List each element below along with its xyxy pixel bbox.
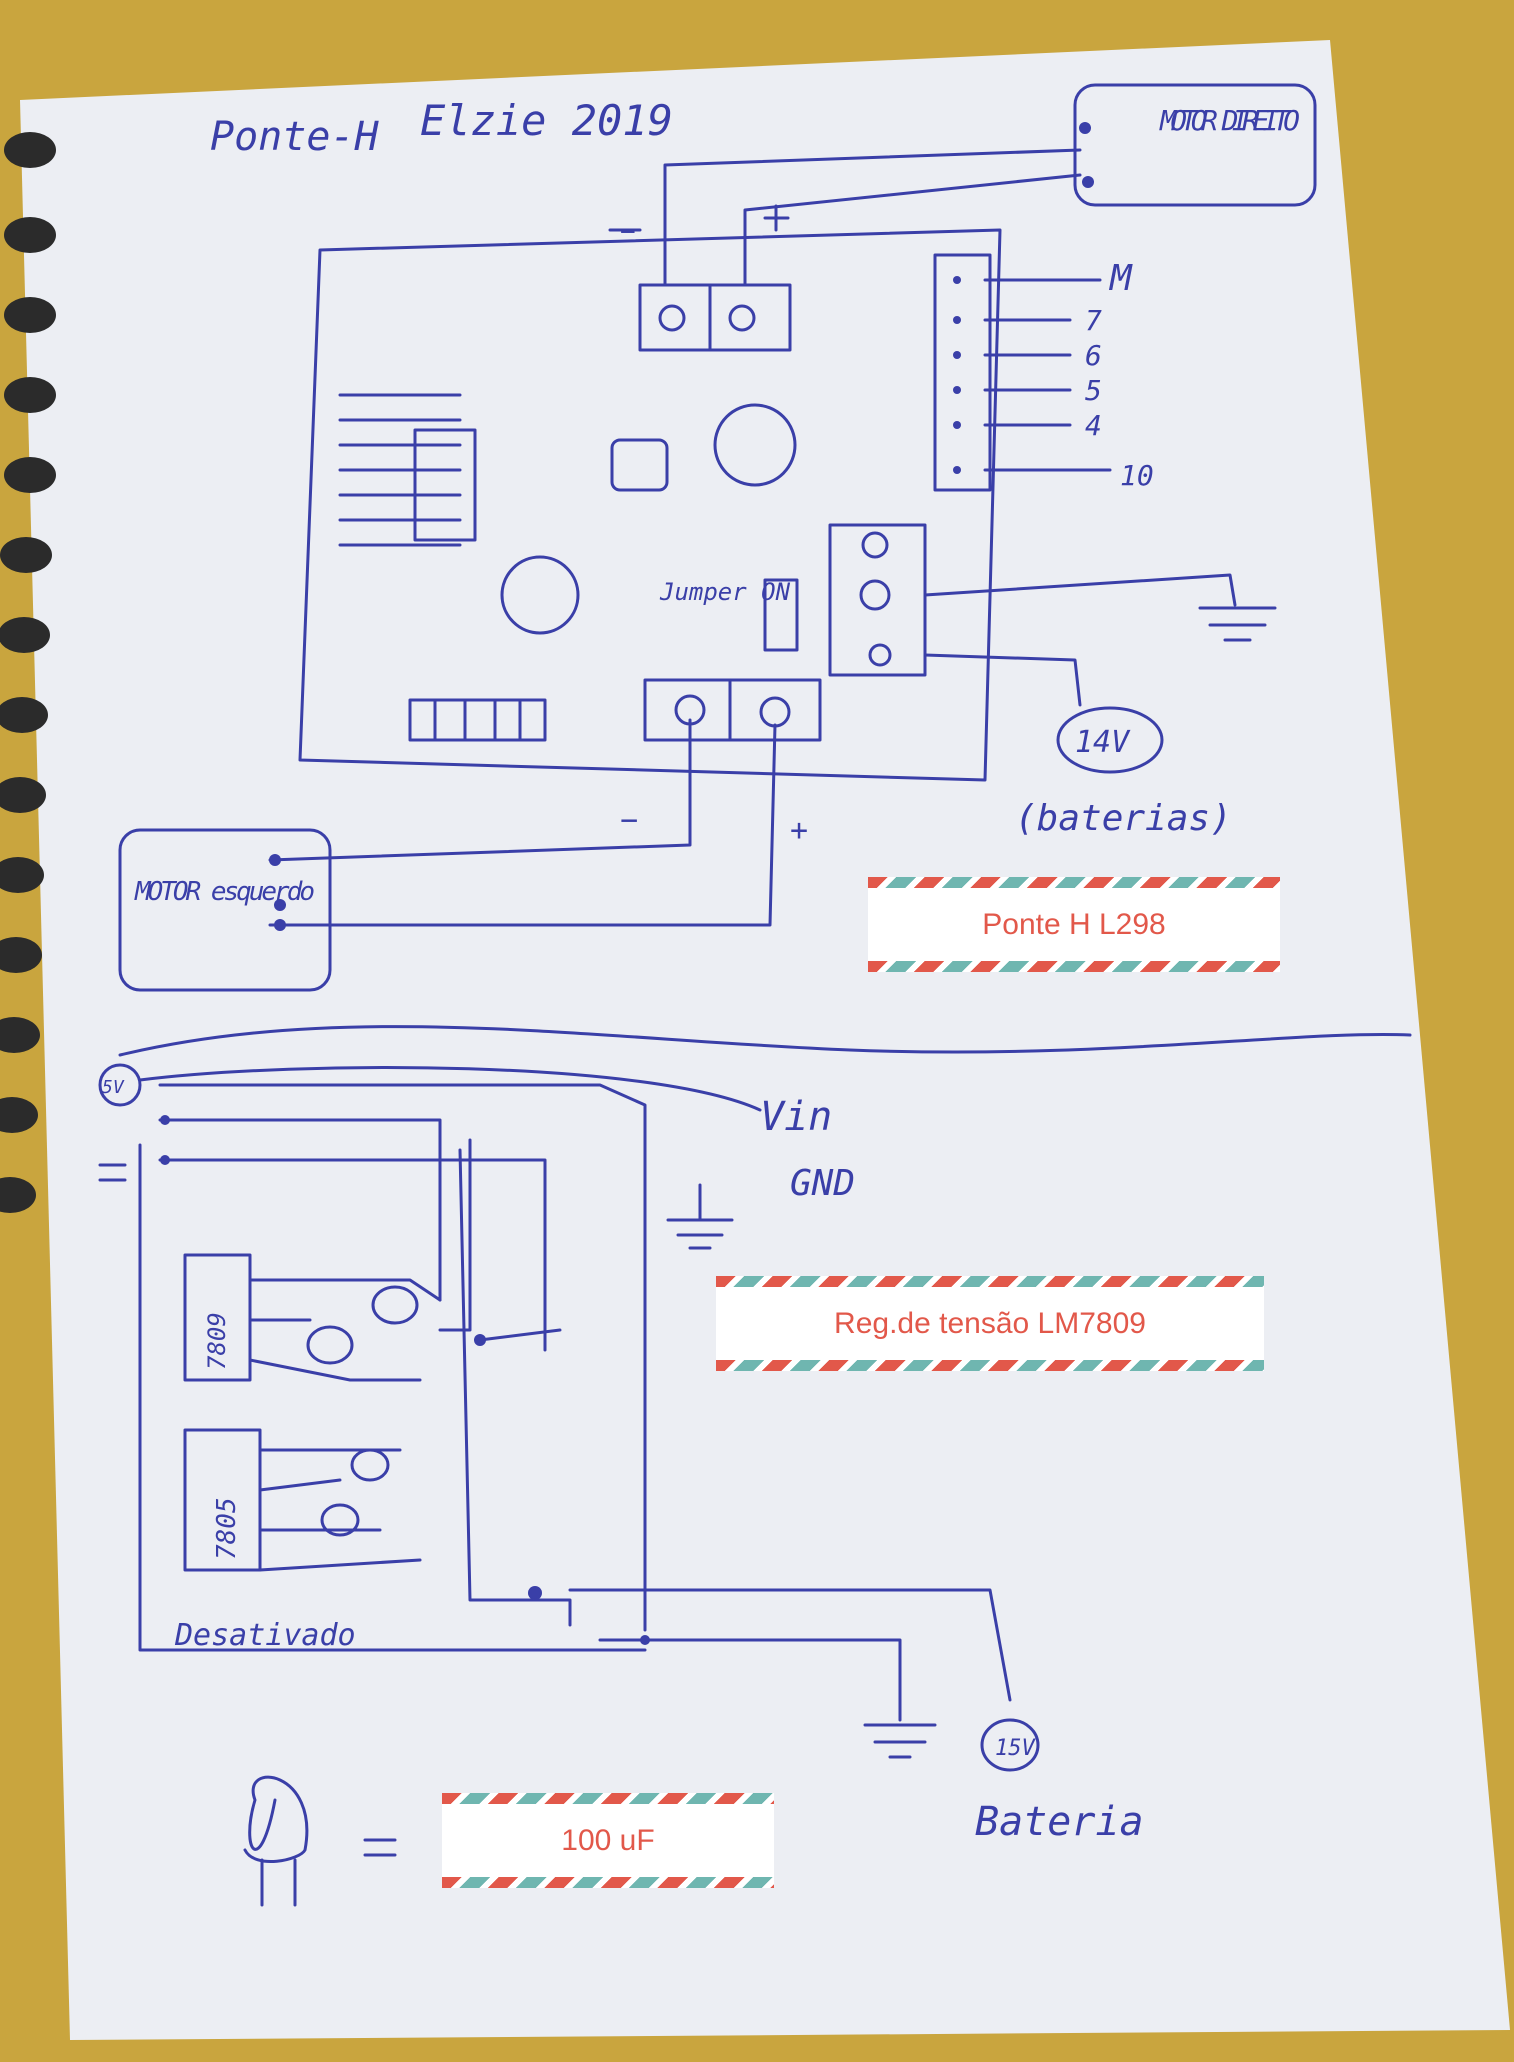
5v-text: 5V <box>102 1077 125 1098</box>
jumper-text: Jumper ON <box>659 578 791 606</box>
ic-7805-text: 7805 <box>212 1497 242 1560</box>
gnd-text: GND <box>790 1163 855 1204</box>
author-text: Elzie 2019 <box>420 96 673 145</box>
pin-header <box>933 253 992 492</box>
pin-7: 7 <box>1085 304 1102 337</box>
notebook-page <box>20 40 1510 2040</box>
minus-bottom: − <box>620 803 638 838</box>
pin-5: 5 <box>1085 374 1102 407</box>
plus-bottom: + <box>790 813 808 848</box>
pin-10: 10 <box>1120 459 1154 492</box>
ic-7809-text: 7809 <box>203 1312 231 1370</box>
motor-right-box <box>1073 83 1317 207</box>
battery-label: (baterias) <box>1015 798 1232 839</box>
battery-15v: 15V <box>995 1736 1036 1761</box>
motor-left-box <box>118 828 332 992</box>
board-outline <box>298 228 1002 782</box>
motor-left-text: MOTOR esquerdo <box>134 877 315 907</box>
label-regulator: Reg.de tensão LM7809 <box>716 1276 1264 1371</box>
bateria-text: Bateria <box>975 1799 1144 1845</box>
5v-node <box>98 1063 142 1107</box>
pin-4: 4 <box>1085 409 1102 442</box>
spiral-binding <box>0 132 56 1213</box>
pin-6: 6 <box>1085 339 1102 372</box>
motor-right-text: MOTOR DIREITO <box>1159 104 1300 137</box>
capacitor-symbol <box>243 1775 309 1864</box>
terminal-top <box>638 283 792 352</box>
battery-14v: 14V <box>1075 725 1131 760</box>
ic-7809 <box>183 1253 252 1382</box>
power-terminal <box>828 523 927 677</box>
unused-text: Desativado <box>174 1618 356 1653</box>
ic-7805 <box>183 1428 262 1572</box>
separator-line <box>118 1025 1412 1057</box>
label-h-bridge: Ponte H L298 <box>868 877 1280 972</box>
minus-top: − <box>620 217 636 247</box>
pin-m: M <box>1108 258 1133 299</box>
title-text: Ponte-H <box>210 114 379 160</box>
label-capacitor: 100 uF <box>442 1793 774 1888</box>
vin-text: Vin <box>760 1094 832 1140</box>
